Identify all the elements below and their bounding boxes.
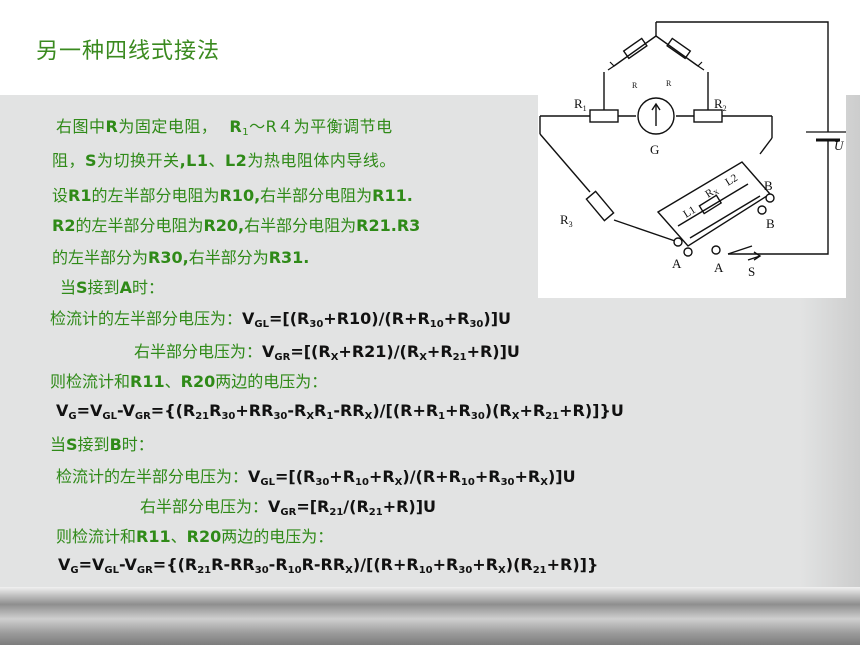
label-g: G: [650, 142, 659, 157]
label-r3: R3: [560, 212, 573, 229]
circuit-diagram: R1 R2 R3 R R G U L1 RX L2 B B A A S: [538, 14, 846, 298]
label-a-left: A: [672, 256, 682, 271]
text-line-11: 当S接到B时：: [50, 435, 154, 454]
label-l1: L1: [681, 204, 698, 221]
label-s: S: [748, 264, 755, 279]
text-line-14: 则检流计和R11、R20两边的电压为：: [56, 527, 334, 546]
circuit-svg: R1 R2 R3 R R G U L1 RX L2 B B A A S: [539, 21, 846, 279]
text-line-2: 阻，S为切换开关,L1、L2为热电阻体内导线。: [52, 151, 396, 170]
text-line-5: 的左半部分为R30,右半部分为R31.: [52, 248, 310, 267]
label-r-left: R: [632, 81, 638, 90]
text-line-3: 设R1的左半部分电阻为R10,右半部分电阻为R11.: [52, 186, 413, 205]
footer-strip: [0, 587, 860, 645]
text-line-1: 右图中R为固定电阻，R1～R４为平衡调节电: [56, 117, 393, 138]
text-line-9: 则检流计和R11、R20两边的电压为：: [50, 372, 328, 391]
label-rx: RX: [703, 184, 720, 202]
formula-vg-a: VG=VGL-VGR={(R21R30+RR30-RXR1-RRX)/[(R+R…: [56, 401, 624, 422]
label-b-upper: B: [764, 178, 773, 193]
label-b-lower: B: [766, 216, 775, 231]
text-line-7: 检流计的左半部分电压为：VGL=[(R30+R10)/(R+R10+R30)]U: [50, 309, 511, 330]
slide-title: 另一种四线式接法: [36, 39, 221, 64]
text-line-8: 右半部分电压为：VGR=[(RX+R21)/(RX+R21+R)]U: [134, 342, 520, 363]
label-u: U: [834, 138, 845, 153]
label-r-right: R: [666, 79, 672, 88]
label-r2: R2: [714, 96, 727, 113]
text-line-6: 当S接到A时：: [60, 278, 164, 297]
text-line-4: R2的左半部分电阻为R20,右半部分电阻为R21.R3: [52, 216, 421, 235]
label-a-right: A: [714, 260, 724, 275]
label-r1: R1: [574, 96, 587, 113]
formula-vg-b: VG=VGL-VGR={(R21R-RR30-R10R-RRX)/[(R+R10…: [58, 555, 599, 576]
label-l2: L2: [723, 172, 740, 189]
text-line-12: 检流计的左半部分电压为：VGL=[(R30+R10+RX)/(R+R10+R30…: [56, 467, 576, 488]
text-line-13: 右半部分电压为：VGR=[R21/(R21+R)]U: [140, 497, 437, 518]
